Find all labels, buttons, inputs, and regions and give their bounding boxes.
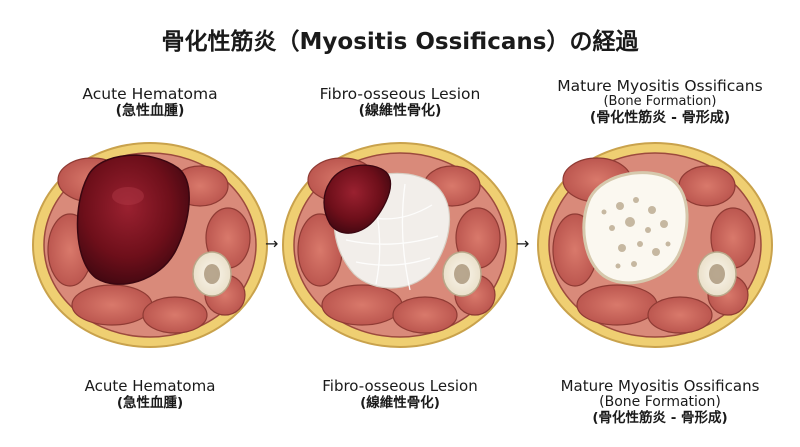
stage-2-caption-jp: (線維性骨化) (360, 394, 440, 411)
femur-bone (697, 251, 737, 297)
stage-2-caption: Fibro-osseous Lesion (322, 377, 478, 395)
stage-2-cross-section (282, 142, 518, 348)
stage-1-cross-section (32, 142, 268, 348)
arrow-stage-1-to-2: → (265, 234, 279, 253)
arrow-stage-2-to-3: → (516, 234, 530, 253)
stage-1-bottom-label: Acute Hematoma (急性血腫) (40, 378, 260, 411)
stage-3-caption-subtitle: (Bone Formation) (599, 393, 721, 410)
stage-2-bottom-label: Fibro-osseous Lesion (線維性骨化) (285, 378, 515, 411)
stage-1-name-jp: (急性血腫) (115, 103, 185, 120)
stage-3-subtitle: (Bone Formation) (603, 94, 717, 110)
muscle-bundles (297, 157, 501, 334)
stage-3-caption-jp: (骨化性筋炎 - 骨形成) (592, 410, 728, 427)
stage-3-name: Mature Myositis Ossificans (557, 77, 763, 95)
stage-2-name-jp: (線維性骨化) (358, 103, 442, 120)
femur-bone (192, 251, 232, 297)
femur-bone (442, 251, 482, 297)
page-title: 骨化性筋炎（Myositis Ossificans）の経過 (161, 29, 639, 55)
stage-2-top-label: Fibro-osseous Lesion (線維性骨化) (285, 85, 515, 120)
stage-1-caption-jp: (急性血腫) (116, 394, 184, 411)
stage-3-caption: Mature Myositis Ossificans (560, 377, 760, 395)
stage-3-bottom-label: Mature Myositis Ossificans (Bone Formati… (535, 378, 785, 427)
residual-hematoma (323, 164, 392, 234)
stage-3-top-label: Mature Myositis Ossificans (Bone Formati… (535, 77, 785, 127)
stage-1-top-label: Acute Hematoma (急性血腫) (40, 85, 260, 120)
hematoma (76, 154, 190, 285)
stage-2-name: Fibro-osseous Lesion (319, 85, 481, 103)
ossified-mass (582, 171, 689, 285)
stage-1-name: Acute Hematoma (82, 85, 218, 103)
trabecular-bone (601, 197, 671, 269)
stage-3-cross-section (537, 142, 773, 348)
stage-1-caption: Acute Hematoma (84, 377, 216, 395)
stage-3-name-jp: (骨化性筋炎 - 骨形成) (589, 109, 731, 126)
